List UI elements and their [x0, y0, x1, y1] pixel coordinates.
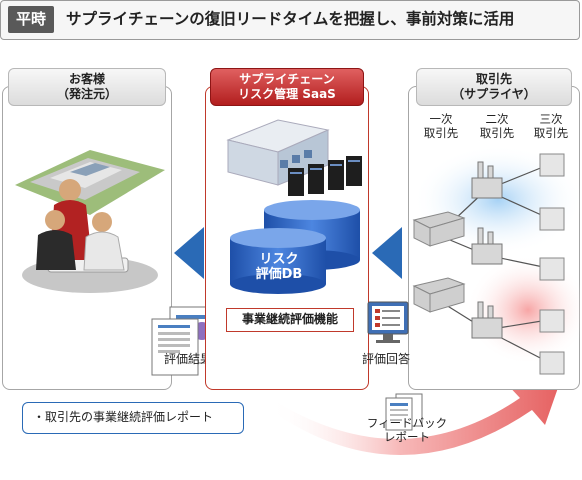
report-callout: ・取引先の事業継続評価レポート: [22, 402, 244, 434]
customer-illustration: [15, 150, 165, 293]
tier1-line2: 取引先: [423, 126, 459, 140]
customer-heading: お客様 （発注元）: [8, 68, 166, 106]
tier1-label: 一次 取引先: [418, 112, 464, 140]
feedback-report-icon: [385, 393, 423, 431]
customer-heading-line1: お客様: [68, 72, 105, 86]
tier2-line2: 取引先: [479, 126, 515, 140]
header-title: サプライチェーンの復旧リードタイムを把握し、事前対策に活用: [66, 10, 515, 28]
tier2-line1: 二次: [485, 112, 509, 126]
supplier-heading: 取引先 （サプライヤ）: [416, 68, 572, 106]
feedback-line2: レポート: [384, 430, 430, 444]
risk-db-label: リスク 評価DB: [244, 252, 314, 282]
bc-eval-feature-box: 事業継続評価機能: [226, 308, 354, 332]
saas-heading: サプライチェーン リスク管理 SaaS: [210, 68, 364, 106]
saas-heading-line2: リスク管理 SaaS: [238, 87, 336, 101]
customer-heading-line2: （発注元）: [56, 87, 117, 101]
risk-db-icon: [230, 200, 360, 294]
header-tag: 平時: [8, 6, 54, 33]
supply-network-illustration: [412, 145, 580, 375]
eval-answer-monitor-icon: [367, 301, 409, 343]
tier3-line2: 取引先: [533, 126, 569, 140]
header-bar: [0, 0, 580, 40]
tier3-line1: 三次: [539, 112, 563, 126]
risk-db-label-line1: リスク: [259, 252, 299, 267]
saas-heading-line1: サプライチェーン: [239, 72, 335, 86]
tier1-line1: 一次: [429, 112, 453, 126]
tier3-label: 三次 取引先: [528, 112, 574, 140]
datacenter-icon: [226, 119, 362, 196]
tier2-label: 二次 取引先: [474, 112, 520, 140]
eval-result-label: 評価結果: [164, 352, 213, 366]
supplier-heading-line1: 取引先: [475, 72, 512, 86]
feedback-report-label: フィードバック レポート: [352, 416, 462, 444]
arrow-to-customer: [174, 227, 204, 279]
arrow-to-saas: [372, 227, 402, 279]
eval-answer-label: 評価回答: [362, 352, 411, 366]
feedback-line1: フィードバック: [366, 416, 448, 430]
risk-db-label-line2: 評価DB: [255, 267, 303, 282]
supplier-heading-line2: （サプライヤ）: [452, 87, 536, 101]
